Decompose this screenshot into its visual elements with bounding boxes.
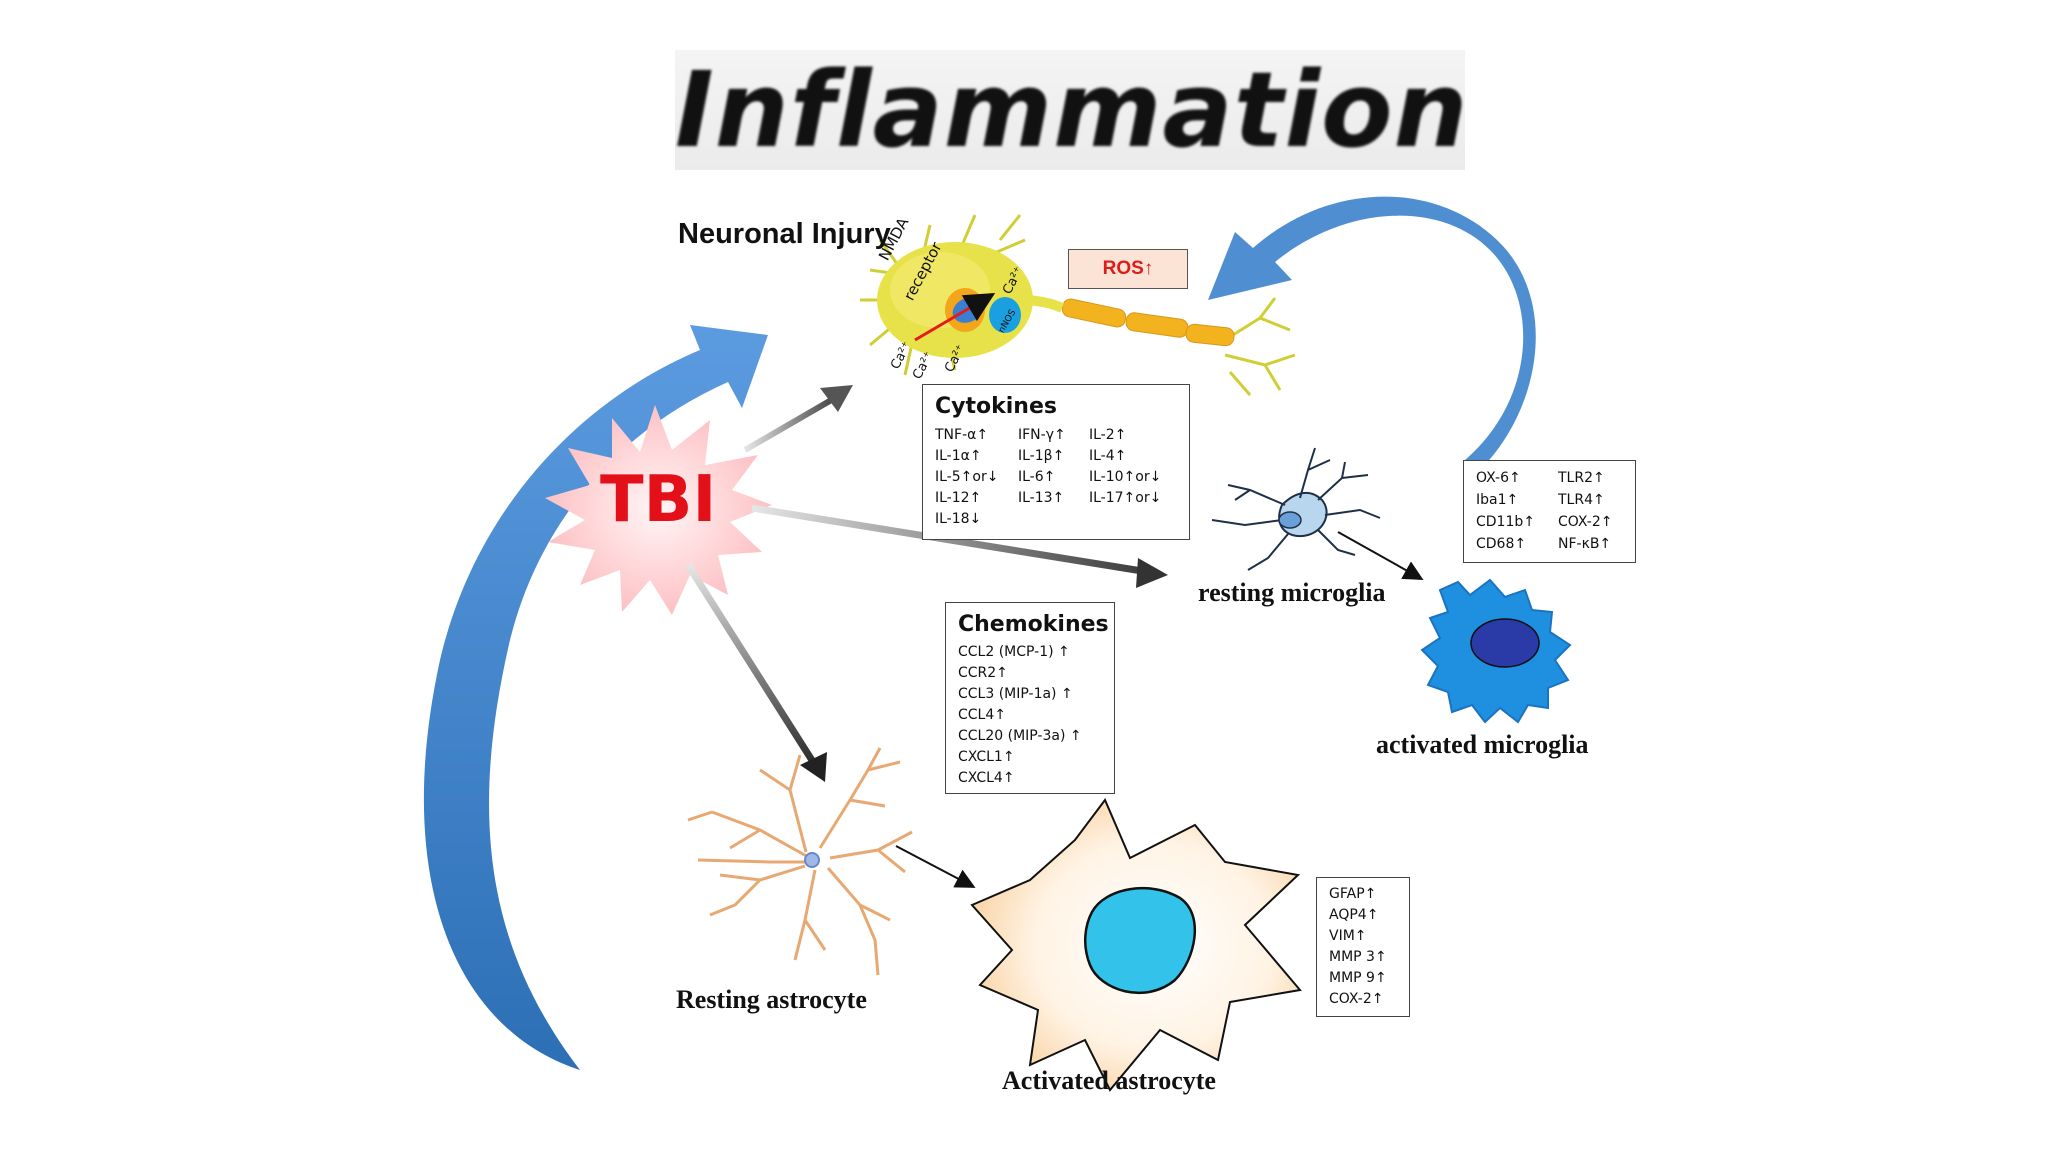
resting-microglia-label: resting microglia: [1198, 578, 1386, 607]
cytokine-item: IL-6↑: [1018, 469, 1056, 485]
chemokines-box: Chemokines CCL2 (MCP-1) ↑ CCR2↑ CCL3 (MI…: [945, 602, 1115, 794]
chemokine-item: CCL4↑: [958, 707, 1006, 723]
activated-astrocyte-label: Activated astrocyte: [1002, 1066, 1216, 1095]
astrocyte-marker: AQP4↑: [1329, 907, 1379, 923]
page-title: Inflammation: [675, 49, 1469, 171]
astrocyte-marker: COX-2↑: [1329, 991, 1384, 1007]
arrow-microglia-activation: [1337, 531, 1424, 580]
astrocyte-marker: MMP 3↑: [1329, 949, 1387, 965]
neuron-graphic: [860, 214, 1296, 396]
right-feedback-arrow: [1208, 196, 1536, 470]
microglia-marker: TLR2↑: [1558, 470, 1605, 486]
astrocyte-marker: GFAP↑: [1329, 886, 1377, 902]
cytokine-item: IL-12↑: [935, 490, 982, 506]
astrocyte-markers-box: GFAP↑ AQP4↑ VIM↑ MMP 3↑ MMP 9↑ COX-2↑: [1316, 877, 1410, 1017]
cytokine-item: IL-13↑: [1018, 490, 1065, 506]
chemokine-item: CCR2↑: [958, 665, 1008, 681]
microglia-marker: CD11b↑: [1476, 514, 1535, 530]
activated-microglia-label: activated microglia: [1376, 730, 1589, 759]
neuronal-injury-label: Neuronal Injury: [678, 218, 891, 250]
cytokines-box: Cytokines TNF-α↑ IL-1α↑ IL-5↑or↓ IL-12↑ …: [922, 384, 1190, 540]
cytokine-item: IL-10↑or↓: [1089, 469, 1162, 485]
cytokine-item: IL-5↑or↓: [935, 469, 999, 485]
chemokines-heading: Chemokines: [958, 612, 1109, 637]
arrow-tbi-to-microglia: [751, 504, 1149, 576]
microglia-marker: COX-2↑: [1558, 514, 1613, 530]
left-feedback-arrow: [423, 325, 768, 1070]
cytokine-item: TNF-α↑: [935, 427, 989, 443]
microglia-marker: CD68↑: [1476, 536, 1527, 552]
microglia-marker: NF-κB↑: [1558, 536, 1612, 552]
chemokine-item: CCL2 (MCP-1) ↑: [958, 644, 1070, 660]
chemokine-item: CCL20 (MIP-3a) ↑: [958, 728, 1082, 744]
title-banner: Inflammation: [675, 49, 1469, 171]
cytokine-item: IFN-γ↑: [1018, 427, 1066, 443]
microglia-marker: OX-6↑: [1476, 470, 1521, 486]
ros-box: ROS↑: [1068, 249, 1188, 289]
arrow-tbi-to-neuron: [743, 392, 842, 453]
microglia-marker: Iba1↑: [1476, 492, 1519, 508]
chemokine-item: CCL3 (MIP-1a) ↑: [958, 686, 1073, 702]
arrow-astrocyte-activation: [895, 845, 976, 888]
cytokines-heading: Cytokines: [935, 394, 1057, 419]
resting-astrocyte-label: Resting astrocyte: [676, 985, 867, 1014]
tbi-label: TBI: [600, 463, 717, 537]
astrocyte-marker: VIM↑: [1329, 928, 1367, 944]
chemokine-item: CXCL1↑: [958, 749, 1015, 765]
microglia-marker: TLR4↑: [1558, 492, 1605, 508]
cytokine-item: IL-1β↑: [1018, 448, 1065, 464]
activated-microglia-graphic: [1420, 578, 1572, 724]
resting-microglia-graphic: [1211, 447, 1381, 571]
tbi-burst: [545, 405, 772, 615]
activated-astrocyte-graphic: [970, 798, 1302, 1092]
astrocyte-marker: MMP 9↑: [1329, 970, 1387, 986]
cytokine-item: IL-18↓: [935, 511, 982, 527]
cytokine-item: IL-17↑or↓: [1089, 490, 1162, 506]
arrow-tbi-to-astrocyte: [685, 563, 818, 767]
cytokine-item: IL-1α↑: [935, 448, 982, 464]
cytokine-item: IL-2↑: [1089, 427, 1127, 443]
chemokine-item: CXCL4↑: [958, 770, 1015, 786]
microglia-markers-box: OX-6↑ Iba1↑ CD11b↑ CD68↑ TLR2↑ TLR4↑ COX…: [1463, 460, 1636, 563]
cytokine-item: IL-4↑: [1089, 448, 1127, 464]
resting-astrocyte-graphic: [687, 747, 913, 976]
